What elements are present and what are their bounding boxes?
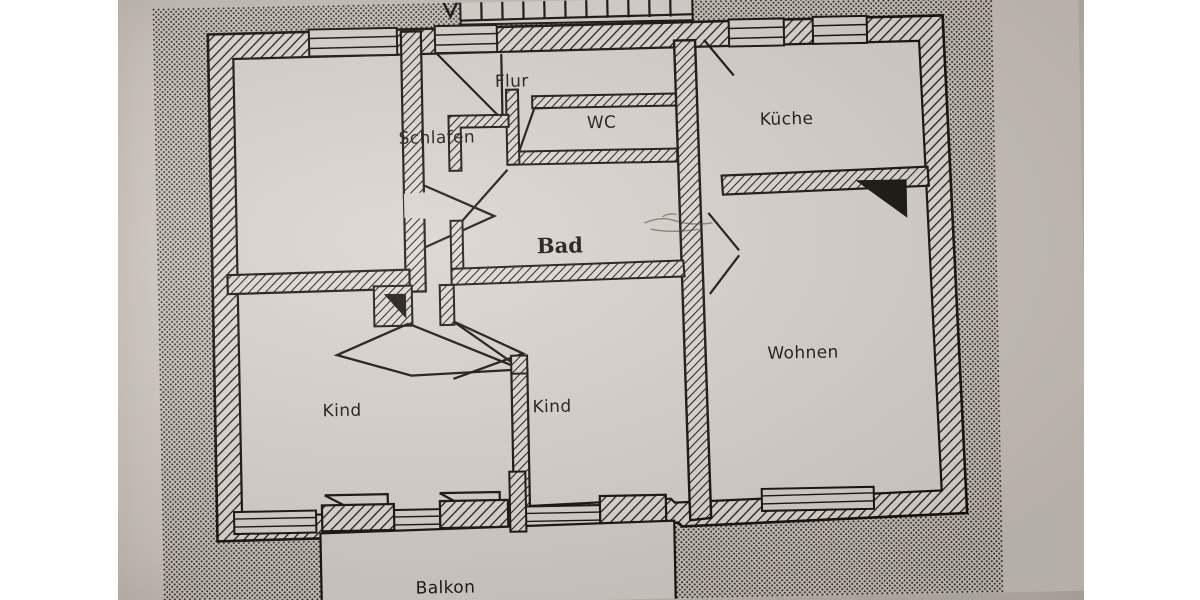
wall-schlafen-east <box>399 30 427 293</box>
schlafen-north-window <box>307 26 399 58</box>
north-windows <box>307 14 869 58</box>
room-label-wohnen: Wohnen <box>767 342 839 363</box>
chimney-kind1 <box>372 284 414 328</box>
door-bad <box>461 169 509 222</box>
flur-north-window <box>433 23 499 55</box>
staircase <box>458 0 694 26</box>
entry-direction-arrow <box>436 0 464 20</box>
kueche-north-window-2 <box>811 14 869 45</box>
door-wohnen <box>707 212 741 295</box>
door-swings-kind <box>333 319 527 380</box>
door-swing-flur-west <box>423 184 498 249</box>
door-kueche <box>703 39 735 77</box>
bad-walls <box>449 219 686 286</box>
wall-balcony-pier-1 <box>320 502 396 533</box>
balcony-divider-wall <box>508 470 528 533</box>
door-wc <box>518 106 551 152</box>
room-label-bad: Bad <box>537 232 584 258</box>
wall-central-vertical <box>672 38 713 522</box>
wall-stub-kind2 <box>438 283 456 327</box>
photo-margin-right <box>1084 0 1200 600</box>
floor-plan-drawing: Schlafen Flur WC Küche Bad Wohnen Kind K… <box>118 0 1084 600</box>
wall-balcony-pier-2 <box>438 498 510 530</box>
room-label-kind-2: Kind <box>532 397 571 418</box>
kueche-north-window-1 <box>727 17 786 48</box>
room-label-kueche: Küche <box>760 109 814 130</box>
wc-walls <box>447 88 679 172</box>
photo-margin-left <box>0 0 118 600</box>
kind1-south-window <box>232 509 318 536</box>
room-label-flur: Flur <box>495 71 529 92</box>
room-label-kind-1: Kind <box>322 401 361 422</box>
room-label-balkon: Balkon <box>416 577 476 598</box>
chimney-black-triangle-wohnen <box>855 179 908 218</box>
wohnen-south-window <box>760 485 876 512</box>
paper-photo-sheet: Schlafen Flur WC Küche Bad Wohnen Kind K… <box>118 0 1084 600</box>
room-label-schlafen: Schlafen <box>398 127 475 148</box>
floor-plan-svg: Schlafen Flur WC Küche Bad Wohnen Kind K… <box>151 0 1084 600</box>
door-swing-entry <box>435 52 504 121</box>
ink-smudge <box>644 213 713 233</box>
room-label-wc: WC <box>587 113 617 134</box>
wall-balcony-pier-3 <box>598 493 668 526</box>
balcony-slab <box>319 519 678 600</box>
